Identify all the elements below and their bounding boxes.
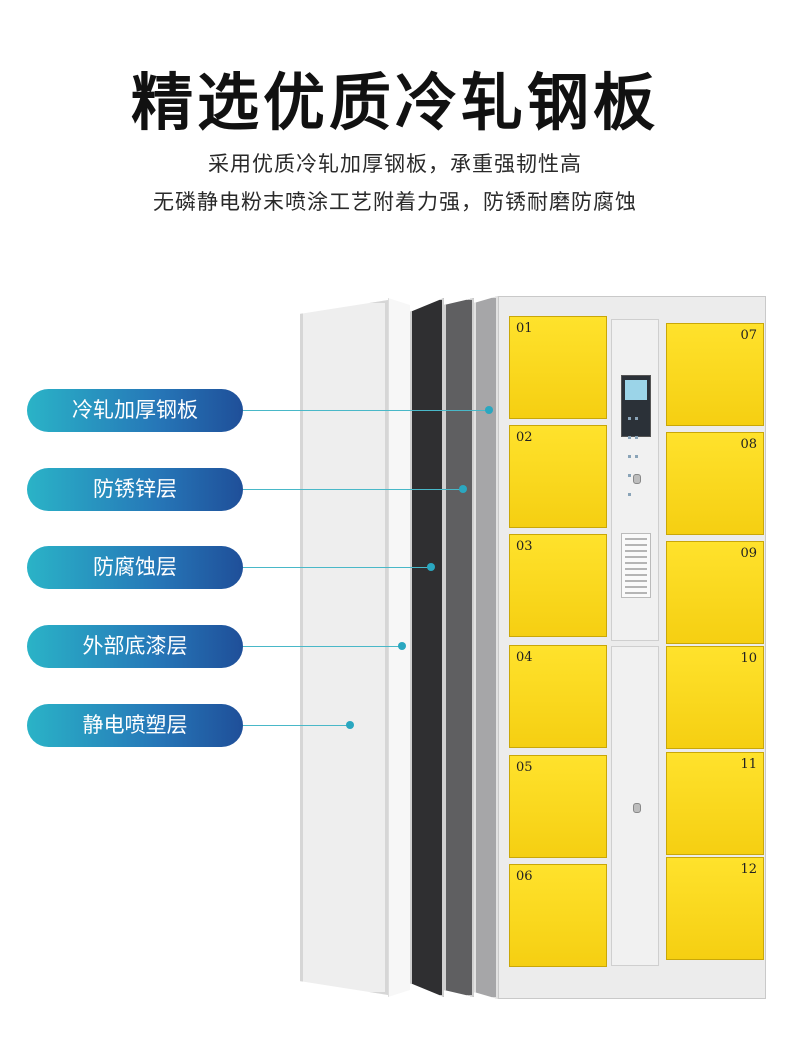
subtitle-line-2: 无磷静电粉末喷涂工艺附着力强，防锈耐磨防腐蚀 bbox=[153, 190, 637, 214]
locker-door: 10 bbox=[666, 646, 764, 749]
door-number: 06 bbox=[516, 869, 533, 884]
leader-line bbox=[243, 410, 489, 411]
door-number: 08 bbox=[740, 437, 757, 452]
keyhole-icon bbox=[633, 803, 641, 813]
leader-line bbox=[243, 725, 351, 726]
layer-label-primer: 外部底漆层 bbox=[27, 625, 243, 668]
leader-dot bbox=[346, 721, 354, 729]
subtitle-line-1: 采用优质冷轧加厚钢板，承重强韧性高 bbox=[208, 152, 582, 176]
instruction-sticker bbox=[621, 533, 651, 598]
door-number: 11 bbox=[740, 757, 757, 772]
door-number: 02 bbox=[516, 430, 533, 445]
locker-door: 08 bbox=[666, 432, 764, 535]
leader-dot bbox=[485, 406, 493, 414]
locker-door: 02 bbox=[509, 425, 607, 528]
keyhole-icon bbox=[633, 474, 641, 484]
leader-line bbox=[243, 646, 403, 647]
door-number: 12 bbox=[740, 862, 757, 877]
locker-door: 06 bbox=[509, 864, 607, 967]
locker-door: 03 bbox=[509, 534, 607, 637]
layer-electrostatic-coating bbox=[300, 300, 388, 995]
layer-label-anticorrosion: 防腐蚀层 bbox=[27, 546, 243, 589]
layer-anticorrosion bbox=[410, 298, 444, 997]
leader-line bbox=[243, 489, 463, 490]
layer-label-zinc: 防锈锌层 bbox=[27, 468, 243, 511]
layer-zinc bbox=[444, 298, 474, 997]
locker-door: 04 bbox=[509, 645, 607, 748]
leader-dot bbox=[398, 642, 406, 650]
locker-door: 12 bbox=[666, 857, 764, 960]
locker-door: 07 bbox=[666, 323, 764, 426]
leader-line bbox=[243, 567, 431, 568]
layer-label-steel-plate: 冷轧加厚钢板 bbox=[27, 389, 243, 432]
door-number: 05 bbox=[516, 760, 533, 775]
locker-door: 05 bbox=[509, 755, 607, 858]
locker-door: 01 bbox=[509, 316, 607, 419]
layer-label-electrostatic-coating: 静电喷塑层 bbox=[27, 704, 243, 747]
door-number: 07 bbox=[740, 328, 757, 343]
service-panel bbox=[611, 646, 659, 966]
locker-door: 11 bbox=[666, 752, 764, 855]
locker-cabinet: 01 02 03 04 05 06 07 08 09 10 11 12 bbox=[498, 296, 766, 999]
leader-dot bbox=[459, 485, 467, 493]
page-title: 精选优质冷轧钢板 bbox=[130, 66, 659, 139]
door-number: 04 bbox=[516, 650, 533, 665]
control-screen bbox=[621, 375, 651, 496]
leader-dot bbox=[427, 563, 435, 571]
locker-door: 09 bbox=[666, 541, 764, 644]
door-number: 01 bbox=[516, 321, 533, 336]
door-number: 09 bbox=[740, 546, 757, 561]
control-panel bbox=[611, 319, 659, 641]
door-number: 03 bbox=[516, 539, 533, 554]
layer-steel-plate bbox=[474, 296, 498, 999]
door-number: 10 bbox=[740, 651, 757, 666]
